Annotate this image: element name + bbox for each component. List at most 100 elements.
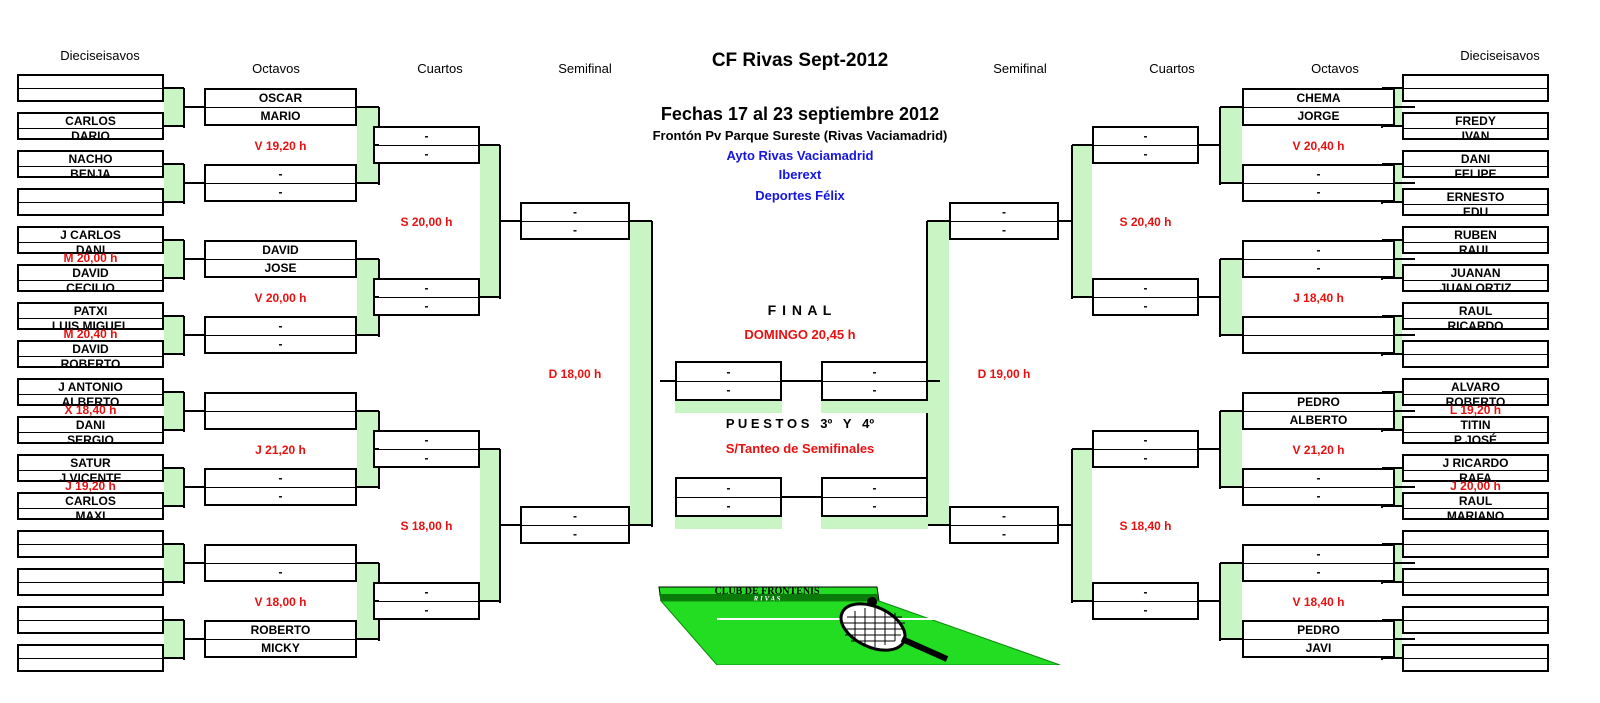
connector-line xyxy=(357,410,379,412)
left-r16-match-slot: ROBERTO xyxy=(250,623,311,638)
connector-line xyxy=(1395,106,1415,108)
left-r16-match-slot: OSCAR xyxy=(258,91,303,106)
header-right-sf: Semifinal xyxy=(993,61,1047,76)
final-left-slot: - xyxy=(726,364,731,379)
connector-line xyxy=(500,524,520,526)
left-sf-match-slot: - xyxy=(573,509,577,524)
connector-shade xyxy=(821,401,928,413)
connector-line xyxy=(927,220,949,222)
connector-line xyxy=(183,316,185,356)
right-r32-team-slot: RAFA xyxy=(1404,470,1547,485)
left-r32-team-slot: MAXI xyxy=(19,508,162,523)
right-r16-match-slot: - xyxy=(1316,547,1321,562)
right-sf-match: -- xyxy=(949,202,1059,240)
connector-line xyxy=(184,182,204,184)
left-r16-time: V 19,20 h xyxy=(254,139,307,153)
connector-shade xyxy=(164,544,184,582)
connector-line xyxy=(1395,486,1415,488)
right-r16-match-slot: PEDRO xyxy=(1297,395,1340,410)
left-r32-team-slot: NACHO xyxy=(68,152,113,166)
left-r16-match-slot: - xyxy=(278,471,283,486)
left-qf-match-slot: - xyxy=(375,600,478,619)
right-r32-team-slot: JUANAN xyxy=(1450,266,1501,280)
connector-line xyxy=(183,544,185,584)
connector-line xyxy=(164,429,184,431)
connector-line xyxy=(782,496,821,498)
right-r16-time: V 18,40 h xyxy=(1292,595,1345,609)
connector-shade xyxy=(1220,107,1242,183)
connector-line xyxy=(357,258,379,260)
connector-line xyxy=(480,144,500,146)
connector-line xyxy=(164,657,184,659)
connector-line xyxy=(1220,182,1242,184)
connector-line xyxy=(183,620,185,660)
connector-shade xyxy=(164,316,184,354)
right-r32-team xyxy=(1402,568,1549,596)
club-logo: CLUB DE FRONTENIS R I V A S xyxy=(658,586,1061,665)
connector-line xyxy=(1382,353,1402,355)
connector-shade xyxy=(164,88,184,126)
logo-text: CLUB DE FRONTENIS xyxy=(714,586,819,597)
connector-line xyxy=(1072,144,1092,146)
connector-line xyxy=(184,334,204,336)
right-r32-team-slot: J RICARDO xyxy=(1442,456,1509,470)
connector-line xyxy=(1395,410,1415,412)
left-r16-match-slot: MARIO xyxy=(206,106,355,125)
right-r16-match-slot: ALBERTO xyxy=(1244,410,1393,429)
left-r16-time: J 21,20 h xyxy=(255,443,306,457)
right-r16-match-slot: JAVI xyxy=(1244,638,1393,657)
right-r32-team-slot: FELIPE xyxy=(1404,166,1547,181)
right-r16-match-slot: - xyxy=(1244,182,1393,201)
connector-line xyxy=(1072,600,1092,602)
connector-shade xyxy=(927,221,949,525)
left-r32-team-slot: DARIO xyxy=(19,128,162,143)
right-r32-team-slot: RICARDO xyxy=(1404,318,1547,333)
connector-shade xyxy=(1220,411,1242,487)
connector-line xyxy=(164,353,184,355)
connector-line xyxy=(164,163,184,165)
left-r32-team-slot xyxy=(19,608,162,620)
left-r16-match-slot: - xyxy=(206,562,355,581)
connector-line xyxy=(499,449,501,603)
left-r32-team-slot xyxy=(19,76,162,88)
left-r32-team-slot xyxy=(19,646,162,658)
left-qf-match-slot: - xyxy=(375,144,478,163)
left-r32-team-slot: SERGIO xyxy=(19,432,162,447)
connector-line xyxy=(164,505,184,507)
connector-line xyxy=(164,239,184,241)
right-r32-team xyxy=(1402,644,1549,672)
right-r32-team-slot xyxy=(1404,353,1547,367)
tournament-title: CF Rivas Sept-2012 xyxy=(711,50,889,71)
connector-line xyxy=(1382,125,1402,127)
left-r32-team-slot: CARLOS xyxy=(65,494,116,508)
connector-line xyxy=(1220,410,1242,412)
right-r32-team-slot: FREDY xyxy=(1455,114,1496,128)
left-r16-match-slot: - xyxy=(206,182,355,201)
connector-line xyxy=(357,106,379,108)
tournament-venue: Frontón Pv Parque Sureste (Rivas Vaciama… xyxy=(652,128,948,143)
left-r32-team xyxy=(17,606,164,634)
right-r16-match-slot: - xyxy=(1244,258,1393,277)
left-r16-match-slot: - xyxy=(206,486,355,505)
right-qf-match-slot: - xyxy=(1094,600,1197,619)
final-time: DOMINGO 20,45 h xyxy=(744,327,856,342)
right-r32-team-slot xyxy=(1404,646,1547,658)
right-r16-match-slot: PEDRO xyxy=(1297,623,1340,638)
right-r16-match: -- xyxy=(1242,468,1395,506)
left-qf-match: -- xyxy=(373,430,480,468)
connector-line xyxy=(1219,563,1221,641)
third-place-label: P U E S T O S 3º Y 4º xyxy=(725,416,875,431)
left-r32-team-slot xyxy=(19,543,162,557)
left-r32-team xyxy=(17,530,164,558)
left-qf-match-slot: - xyxy=(375,296,478,315)
connector-shade xyxy=(480,145,500,297)
racket-icon xyxy=(839,597,949,662)
connector-line xyxy=(1220,638,1242,640)
sponsor-3: Deportes Félix xyxy=(755,188,845,203)
